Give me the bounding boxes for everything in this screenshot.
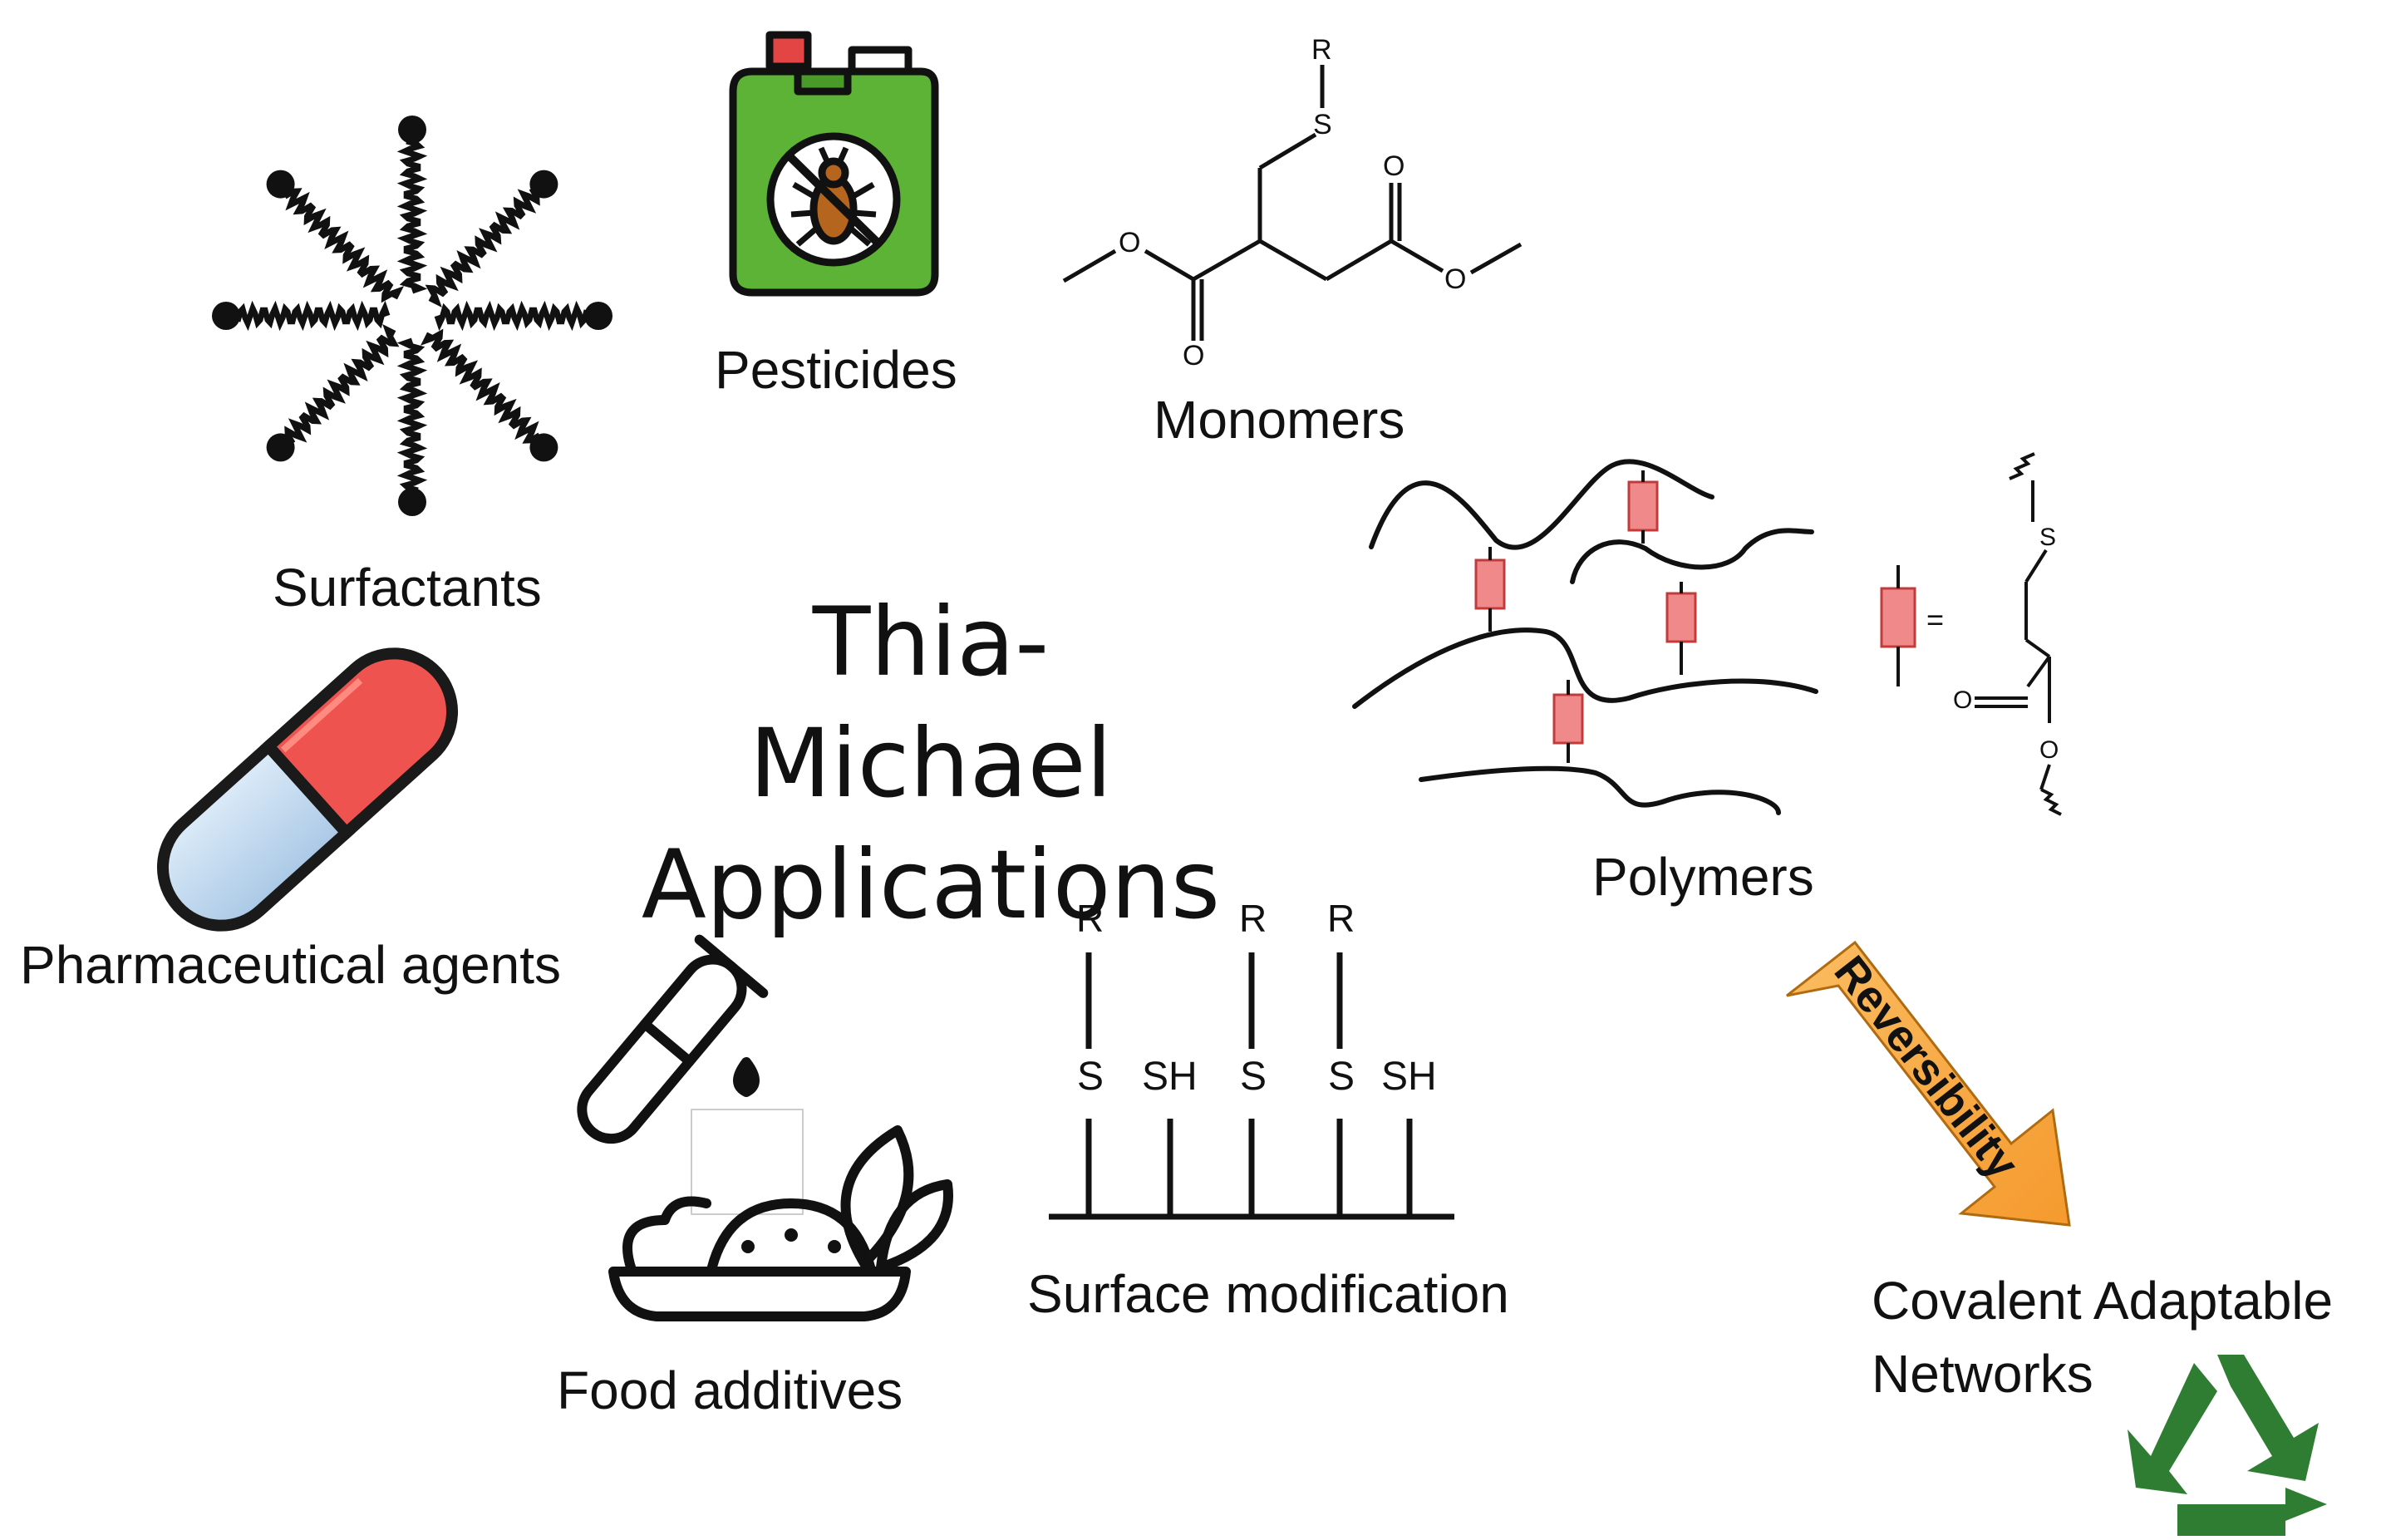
surface-modification-label: Surface modification [1027,1264,1509,1324]
link-o-carbonyl-label: O [1953,686,1973,714]
surfactant-tail [283,188,405,303]
pharmaceutical-agents-label: Pharmaceutical agents [20,935,562,995]
crosslink-legend-marker [1880,587,1916,648]
surface-modification-icon [1049,952,1454,1220]
link-o-ester-label: O [2039,736,2059,764]
surfactant-head [584,302,612,330]
monomer-structure-icon [1062,65,1523,341]
networks-label: Networks [1872,1344,2093,1404]
surface-chain-r-label: R [1076,897,1104,940]
surfactant-tail [234,300,391,332]
surfactant-tail [396,138,428,294]
crosslink-marker [1627,480,1659,532]
crosslink-legend-icon [1880,452,2062,816]
surfactant-head [398,116,426,144]
covalent-adaptable-label: Covalent Adaptable [1872,1271,2334,1331]
surface-chain-thiol-label: SH [1381,1055,1437,1099]
crosslink-markers [1474,470,1697,763]
polymers-label: Polymers [1592,847,1814,907]
food-additives-label: Food additives [557,1360,903,1420]
surface-chain-thiol-label: S [1077,1055,1104,1099]
surfactant-tail [425,186,540,308]
surfactant-micelle-icon [212,116,612,516]
monomer-o-right-label: O [1444,263,1467,295]
surfactant-head [212,302,240,330]
monomer-s-label: S [1313,109,1332,140]
diagram-title-line1: Thia-Michael [749,587,1113,819]
reversibility-arrow [1786,940,2071,1227]
polymer-network-icon [1352,459,1818,815]
diagram-title-line2: Applications [641,829,1221,940]
food-additive-icon [577,934,953,1321]
surfactant-head [529,433,558,462]
crosslink-marker [1552,693,1584,745]
crosslink-marker [1474,558,1506,610]
monomer-o-left-label: O [1119,227,1141,258]
surfactant-head [398,488,426,516]
surfactant-tail [420,328,542,444]
crosslink-marker [1665,592,1697,643]
surfactant-head [266,433,295,462]
surfactant-tail [434,300,590,332]
recycle-icon [2128,1355,2327,1536]
surface-chain-r-label: R [1239,897,1267,940]
surfactants-label: Surfactants [273,558,542,617]
link-s-label: S [2039,524,2057,551]
pesticides-label: Pesticides [715,340,957,400]
pesticide-canister-icon [729,31,939,297]
monomer-o-right-carbonyl-label: O [1383,150,1405,182]
surfactant-head [529,170,558,199]
monomer-o-left-carbonyl-label: O [1183,340,1205,371]
surfactant-tail [396,337,428,494]
surface-chain-thiol-label: SH [1142,1055,1198,1099]
pill-capsule-icon [157,647,458,932]
surfactant-tail [284,323,400,445]
surfactant-head [266,170,295,199]
diagram-title: Thia-Michael Applications [640,582,1222,946]
monomers-label: Monomers [1154,390,1405,450]
link-equals-label: = [1926,603,1945,637]
monomer-r-label: R [1311,34,1332,66]
surface-chain-r-label: R [1327,897,1355,940]
surface-chain-thiol-label: S [1328,1055,1355,1099]
surface-chain-thiol-label: S [1240,1055,1267,1099]
